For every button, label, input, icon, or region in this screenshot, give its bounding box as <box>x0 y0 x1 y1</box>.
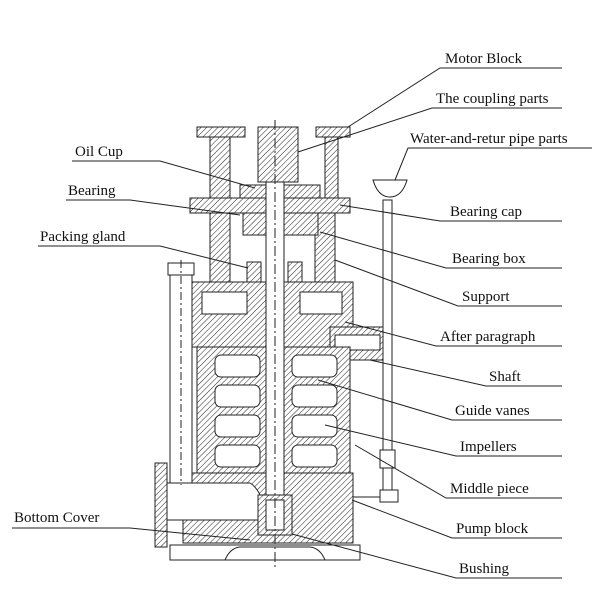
label-support: Support <box>462 289 510 305</box>
leader-packing-gland <box>38 245 249 269</box>
leader-bearing <box>66 199 241 216</box>
base <box>169 544 361 561</box>
label-bearing-cap: Bearing cap <box>450 204 523 220</box>
water-cup <box>372 179 408 198</box>
motor-bracket-right <box>324 136 339 200</box>
label-water-pipe-parts: Water-and-retur pipe parts <box>410 131 568 147</box>
label-middle-piece: Middle piece <box>450 481 529 497</box>
label-after-paragraph: After paragraph <box>440 329 536 345</box>
leader-coupling <box>297 107 562 153</box>
leader-support <box>334 259 562 307</box>
leader-motor-block <box>347 67 562 128</box>
label-shaft: Shaft <box>489 369 521 385</box>
leader-bottom-cover <box>12 527 251 541</box>
leader-shaft <box>369 359 562 387</box>
leader-guide-vanes <box>317 379 562 421</box>
label-bottom-cover: Bottom Cover <box>14 510 100 526</box>
coupling <box>257 126 299 183</box>
label-motor-block: Motor Block <box>445 51 523 67</box>
leader-water-pipe <box>394 147 592 181</box>
leader-impellers <box>324 424 562 457</box>
label-pump-block: Pump block <box>456 521 529 537</box>
label-impellers: Impellers <box>460 439 517 455</box>
leader-bushing <box>291 533 562 579</box>
motor-flange <box>196 126 246 138</box>
label-bushing: Bushing <box>459 561 510 577</box>
leader-oil-cup <box>72 160 256 189</box>
bearing-box-left <box>209 212 231 284</box>
leader-lines <box>12 67 592 579</box>
inlet-flange <box>154 462 168 548</box>
label-guide-vanes: Guide vanes <box>455 403 530 419</box>
leader-pump-block <box>351 499 562 539</box>
label-coupling-parts: The coupling parts <box>436 91 549 107</box>
label-oil-cup: Oil Cup <box>75 144 123 160</box>
label-bearing: Bearing <box>68 183 116 199</box>
leader-middle-piece <box>354 444 562 499</box>
label-bearing-box: Bearing box <box>452 251 526 267</box>
leader-bearing-box <box>319 231 562 269</box>
label-packing-gland: Packing gland <box>40 229 126 245</box>
motor-bracket-left <box>209 136 231 200</box>
leader-bearing-cap <box>339 204 562 222</box>
leader-after-paragraph <box>344 321 562 347</box>
